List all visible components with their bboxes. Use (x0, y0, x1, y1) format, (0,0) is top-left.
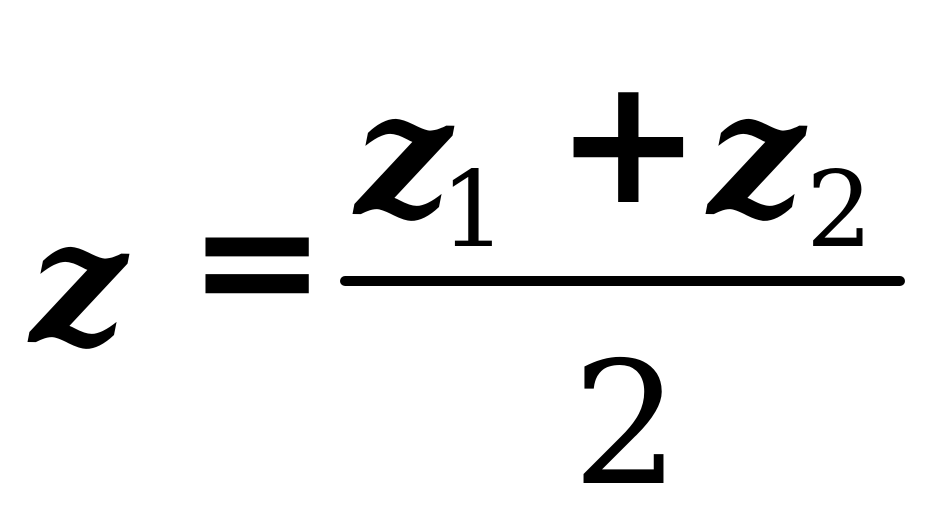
numerator-term2-subscript: 2 (806, 149, 873, 271)
equals-sign: = (188, 164, 327, 356)
fraction-bar (340, 276, 905, 286)
denominator: 2 (572, 326, 681, 524)
numerator-term2-variable: z (708, 55, 805, 255)
lhs-variable: z (30, 183, 127, 383)
numerator-term1-variable: z (355, 55, 452, 255)
plus-sign: + (555, 41, 702, 244)
numerator-term1-subscript: 1 (440, 149, 507, 271)
